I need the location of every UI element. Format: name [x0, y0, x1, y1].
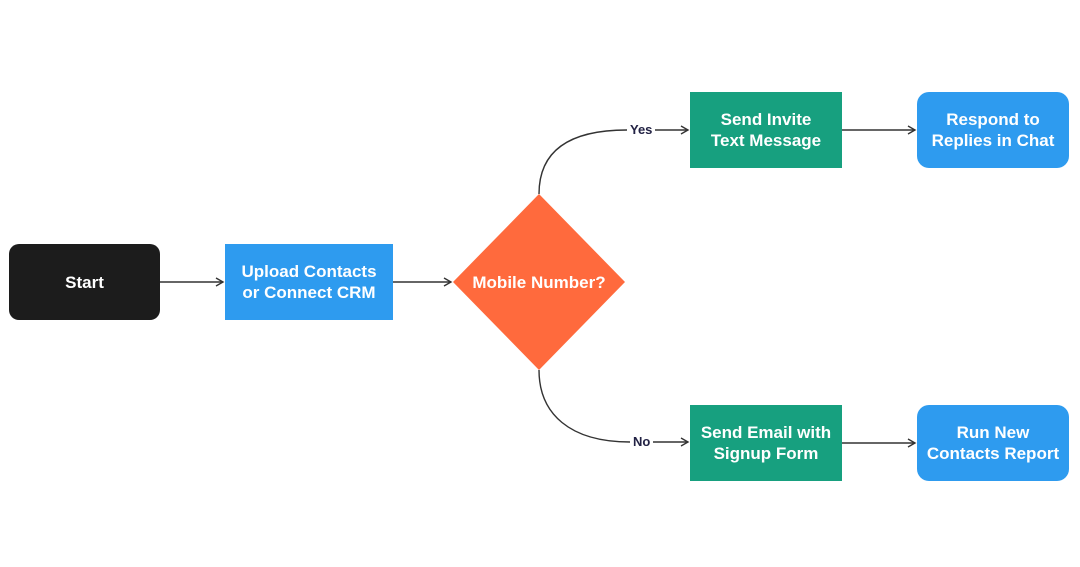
send-email-node: Send Email with Signup Form — [690, 405, 842, 481]
report-label-line-1: Run New — [956, 423, 1030, 442]
connector-decision-yes — [538, 125, 690, 195]
connector-decision-no — [538, 369, 690, 447]
report-label-line-2: Contacts Report — [926, 444, 1060, 463]
decision-label-line-1: Mobile — [472, 272, 527, 292]
respond-replies-node: Respond to Replies in Chat — [917, 92, 1069, 168]
decision-label-line-2: Number? — [530, 272, 606, 292]
email-label-line-2: Signup Form — [713, 444, 819, 463]
upload-contacts-node: Upload Contacts or Connect CRM — [225, 244, 393, 320]
upload-label-line-1: Upload Contacts — [241, 262, 377, 281]
invite-label-line-1: Send Invite — [720, 110, 812, 129]
no-edge-label: No — [630, 434, 654, 450]
contacts-report-node: Run New Contacts Report — [917, 405, 1069, 481]
mobile-number-decision: Mobile Number? — [453, 194, 625, 370]
start-node: Start — [9, 244, 160, 320]
invite-label-line-2: Text Message — [710, 131, 822, 150]
send-invite-node: Send Invite Text Message — [690, 92, 842, 168]
yes-edge-label: Yes — [627, 122, 656, 138]
respond-label-line-1: Respond to — [946, 110, 1040, 129]
decision-diamond — [453, 194, 625, 370]
email-label-line-1: Send Email with — [700, 423, 832, 442]
start-label: Start — [65, 272, 104, 292]
respond-label-line-2: Replies in Chat — [931, 131, 1055, 150]
upload-label-line-2: or Connect CRM — [242, 283, 376, 302]
